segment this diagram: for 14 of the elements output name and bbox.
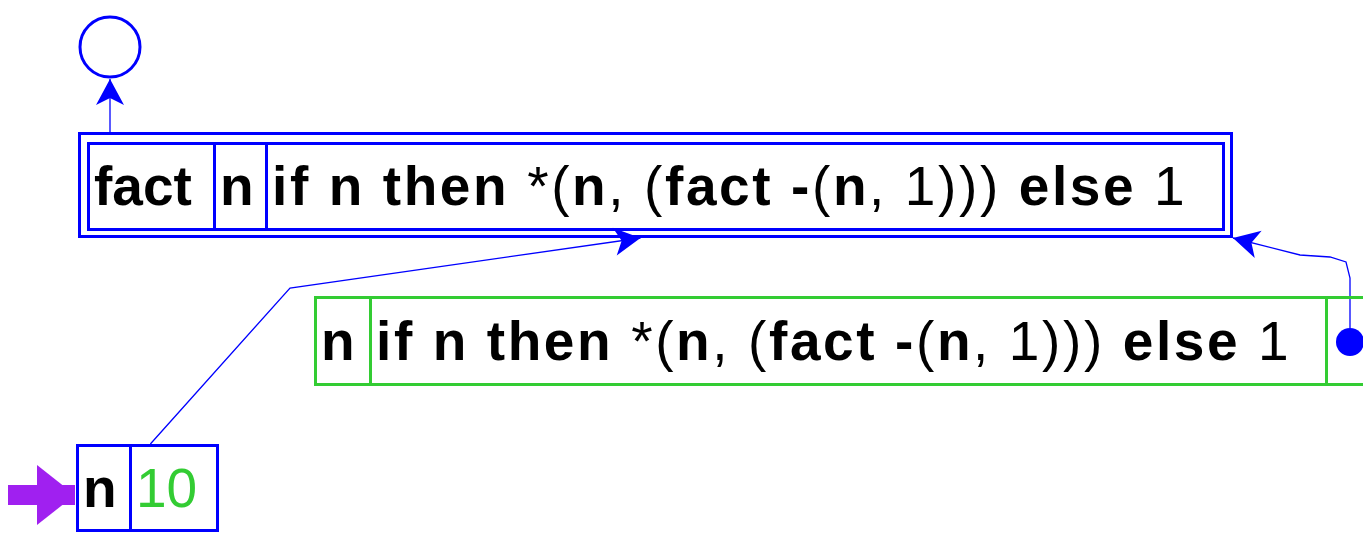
arrow — [8, 465, 75, 525]
frame-box — [76, 444, 219, 532]
code-text: n — [220, 159, 254, 214]
table-cell — [87, 142, 216, 231]
arrow — [1232, 230, 1351, 329]
arrow — [96, 78, 124, 133]
table-cell — [213, 142, 268, 231]
code-text: n — [83, 460, 117, 516]
value-text: 10 — [136, 460, 198, 516]
circle-node — [78, 15, 142, 79]
code-text: n — [321, 313, 355, 369]
frame-box — [78, 132, 1233, 238]
code-text: fact — [94, 159, 192, 214]
table-cell — [265, 142, 1225, 231]
